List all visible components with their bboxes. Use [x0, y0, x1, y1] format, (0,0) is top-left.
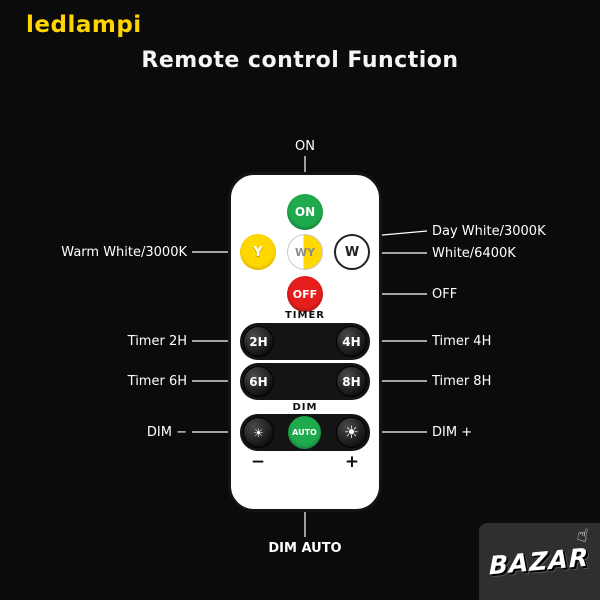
timer-6h-button[interactable]: 6H [243, 366, 274, 397]
minus-label: − [250, 452, 266, 472]
page-title: Remote control Function [141, 48, 459, 73]
timer-4h-button[interactable]: 4H [336, 326, 367, 357]
day-white-button[interactable]: WY [287, 234, 323, 270]
off-button[interactable]: OFF [287, 276, 323, 312]
callout-timer-6h: Timer 6H [127, 374, 187, 389]
callout-day-white: Day White/3000K [432, 224, 546, 239]
callout-white: White/6400K [432, 246, 516, 261]
warm-white-button[interactable]: Y [240, 234, 276, 270]
timer-section-label: TIMER [284, 310, 326, 321]
timer-2h-button[interactable]: 2H [243, 326, 274, 357]
watermark-text: BAZAR [489, 542, 590, 581]
callout-timer-4h: Timer 4H [432, 334, 492, 349]
callout-warm-white: Warm White/3000K [61, 245, 187, 260]
brand-logo: ledlampi [26, 12, 142, 38]
dim-minus-button[interactable]: ☀ [243, 417, 274, 448]
callout-off: OFF [432, 287, 458, 302]
callout-dim-auto: DIM AUTO [268, 541, 342, 556]
watermark-box: ☝ BAZAR [479, 523, 600, 600]
callout-timer-8h: Timer 8H [432, 374, 492, 389]
plus-label: + [344, 452, 360, 472]
timer-8h-button[interactable]: 8H [336, 366, 367, 397]
callout-on: ON [295, 139, 315, 154]
dim-plus-button[interactable]: ☀ [336, 417, 367, 448]
dim-auto-button[interactable]: AUTO [288, 416, 321, 449]
dim-section-label: DIM [292, 402, 318, 413]
white-button[interactable]: W [334, 234, 370, 270]
sun-dim-icon: ☀ [253, 425, 264, 440]
on-button[interactable]: ON [287, 194, 323, 230]
sun-bright-icon: ☀ [343, 422, 360, 443]
callout-dim-minus: DIM − [146, 425, 187, 440]
callout-timer-2h: Timer 2H [127, 334, 187, 349]
callout-dim-plus: DIM + [432, 425, 473, 440]
